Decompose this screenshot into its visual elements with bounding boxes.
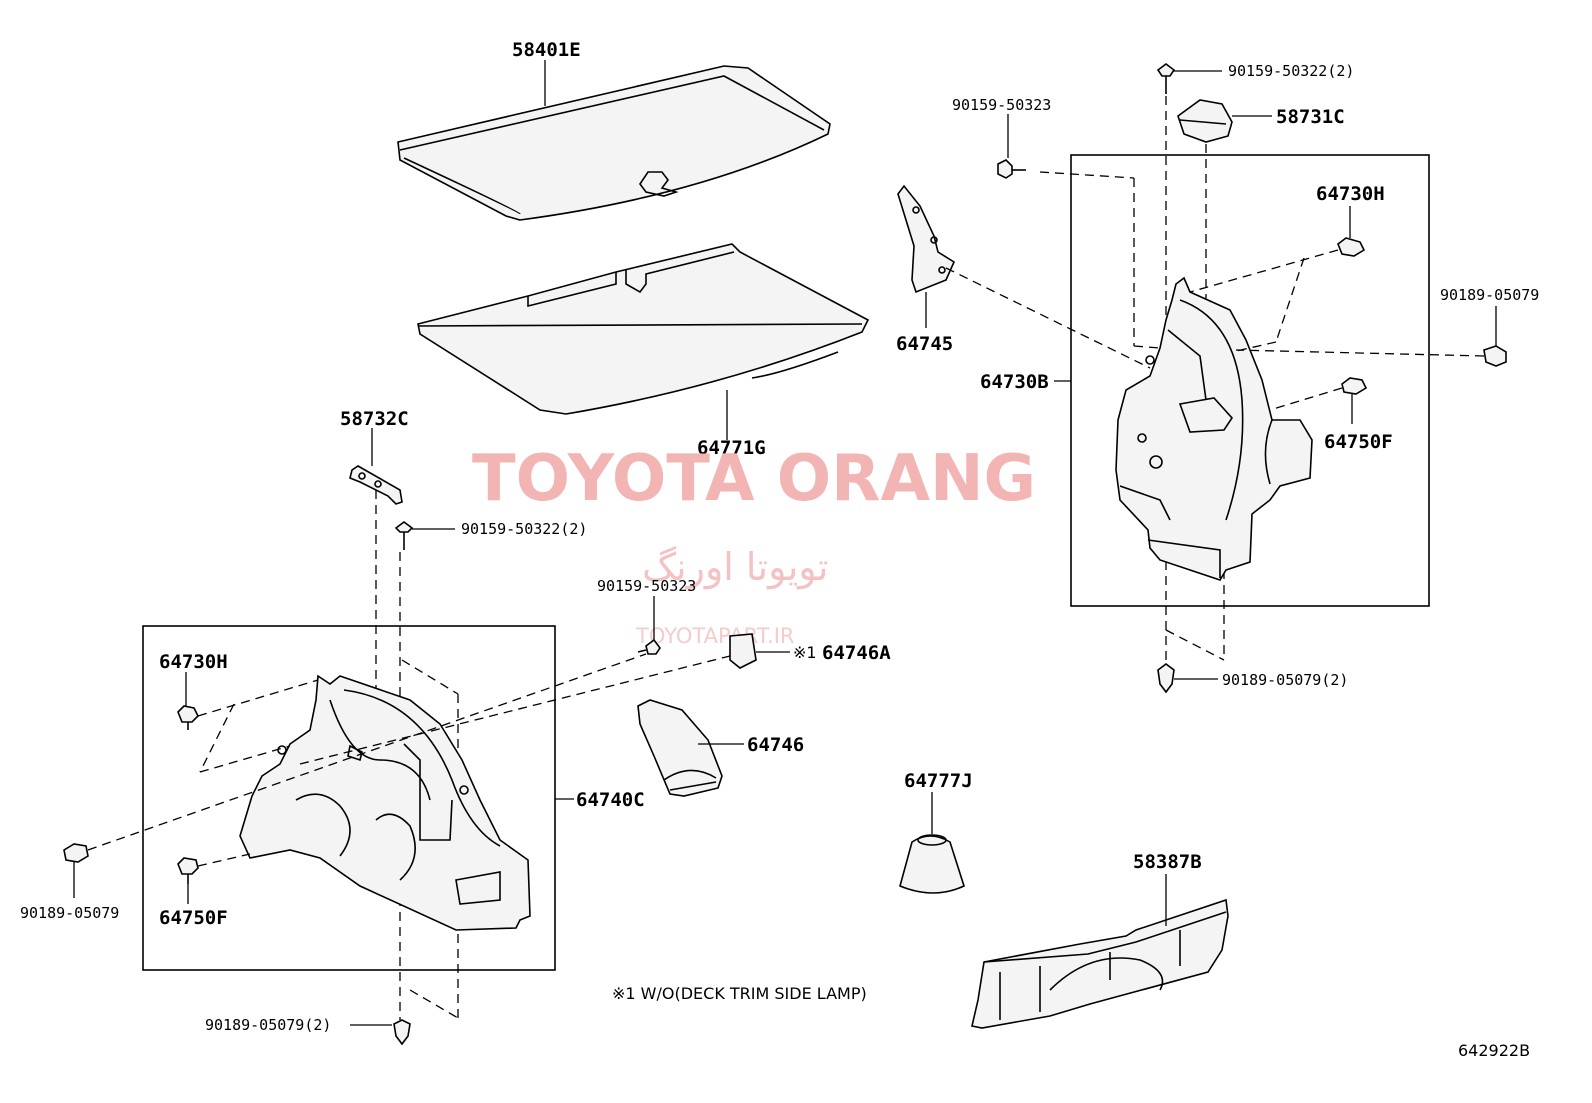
screw-90159-50323-mid[interactable] [637,596,661,655]
clip-90189-05079-bottom[interactable] [350,1019,411,1046]
label-64730B: 64730B [980,371,1049,393]
label-58732C: 58732C [340,408,409,430]
label-90159-50323-right: 90159-50323 [952,96,1051,114]
part-64746-cover[interactable] [637,699,744,797]
label-64730H-left: 64730H [159,651,228,673]
screw-90159-50322-right[interactable] [1156,63,1222,94]
label-64746A: 64746A [822,642,891,664]
watermark-brand: TOYOTA ORANG [472,442,1036,516]
diagram-id: 642922B [1458,1041,1530,1060]
clip-64750F-left[interactable] [177,857,199,904]
label-58387B: 58387B [1133,851,1202,873]
clip-90189-05079-right[interactable] [1483,306,1507,367]
part-58731C-cap[interactable] [1177,99,1272,143]
part-64746A-cover[interactable] [729,633,790,669]
label-90159-50322-right: 90159-50322(2) [1228,62,1354,80]
part-64771G-floor-mat[interactable] [417,243,870,440]
label-90189-05079-right-bottom: 90189-05079(2) [1222,671,1348,689]
label-90189-05079-right: 90189-05079 [1440,286,1539,304]
screw-90159-50322-left[interactable] [394,521,455,550]
label-90189-05079-left: 90189-05079 [20,904,119,922]
clip-90189-05079-right-bottom[interactable] [1157,663,1218,694]
part-64745-bracket[interactable] [897,184,956,328]
clip-90189-05079-left[interactable] [63,843,89,898]
part-58401E-deck-board[interactable] [397,60,831,221]
label-58401E: 58401E [512,39,581,61]
label-64771G: 64771G [697,437,766,459]
label-58731C: 58731C [1276,106,1345,128]
part-64730B-right-quarter-trim[interactable] [1115,276,1313,581]
label-64746: 64746 [747,734,804,756]
label-64777J: 64777J [904,770,973,792]
watermark-site: TOYOTAPART.IR [635,624,795,648]
clip-64750F-right[interactable] [1341,377,1368,424]
label-64730H-right: 64730H [1316,183,1385,205]
label-64750F-right: 64750F [1324,431,1393,453]
label-90159-50322-left: 90159-50322(2) [461,520,587,538]
part-58387B-scuff-plate[interactable] [971,874,1229,1029]
clip-64730H-right[interactable] [1337,206,1366,257]
watermark-brand-fa: تویوتا اورنگ [642,545,829,590]
label-64745: 64745 [896,333,953,355]
label-90189-05079-bottom: 90189-05079(2) [205,1016,331,1034]
label-64750F-left: 64750F [159,907,228,929]
label-90159-50323-mid: 90159-50323 [597,577,696,595]
label-64740C: 64740C [576,789,645,811]
part-58732C-clip[interactable] [349,428,403,505]
label-64746A-mark: ※1 [793,643,817,662]
footnote: ※1 W/O(DECK TRIM SIDE LAMP) [612,984,867,1003]
part-64740C-left-quarter-trim[interactable] [239,674,531,931]
clip-64730H-left[interactable] [177,672,199,730]
group-box-64740C [142,625,556,971]
part-64777J-spacer[interactable] [899,792,965,894]
screw-90159-50323-right[interactable] [997,114,1026,179]
